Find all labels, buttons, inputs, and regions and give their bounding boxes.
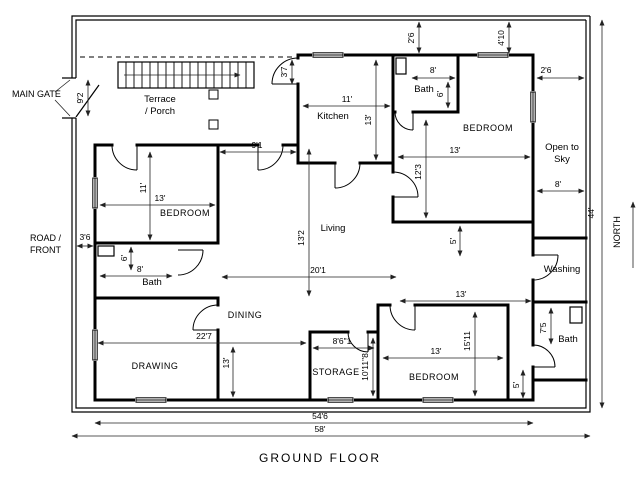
dim-kitchen-height: 13' (363, 114, 373, 125)
window (91, 329, 99, 361)
porch-columns (208, 89, 219, 130)
dim-open-sky-width: 8' (555, 179, 562, 189)
room-label-terrace-line1: Terrace (144, 94, 176, 105)
room-label-storage: STORAGE (312, 367, 359, 377)
north-label: NORTH (612, 216, 622, 248)
doors (111, 57, 559, 368)
windows (91, 51, 537, 404)
main-gate-label: MAIN GATE (12, 89, 61, 99)
page-title: GROUND FLOOR (259, 451, 381, 465)
door-swing (394, 111, 414, 131)
dim-porch-front: 9'1 (251, 140, 262, 150)
dim-bath-left-height: 6' (119, 254, 129, 261)
dim-storage-width: 8'6"1 (333, 336, 352, 346)
dim-house-width: 54'6 (312, 411, 328, 421)
dim-living-height: 13'2 (296, 230, 306, 246)
window (312, 51, 344, 59)
porch-column (208, 119, 219, 130)
room-label-bedroom-bottom: BEDROOM (409, 372, 459, 382)
door-swing (111, 144, 138, 171)
dim-right-offset-bedroom: 2'6 (540, 65, 551, 75)
window (135, 396, 167, 404)
dim-bedroom-left-width: 13' (154, 193, 165, 203)
room-label-terrace-line2: / Porch (145, 106, 175, 117)
dim-corridor-width: 5' (511, 381, 521, 388)
dim-plot-height: 44' (586, 207, 596, 218)
door-swing (177, 249, 204, 276)
dim-bedroom-tr-width: 13' (449, 145, 460, 155)
dim-bedroom-left-height: 11' (138, 182, 148, 193)
dim-living-width: 20'1 (310, 265, 326, 275)
gate-ticks (62, 77, 76, 119)
porch-column (208, 89, 219, 100)
stairs (117, 61, 255, 89)
dim-bedroom-tr-height: 12'3 (413, 164, 423, 180)
room-label-bedroom-top-right: BEDROOM (463, 123, 513, 133)
room-label-bedroom-left: BEDROOM (160, 208, 210, 218)
room-label-washing: Washing (544, 264, 581, 275)
dim-hall-width: 13' (455, 289, 466, 299)
bath-fixture (395, 57, 407, 75)
road-front-label-line2: FRONT (30, 245, 61, 255)
dim-gate-width: 9'2 (75, 92, 85, 103)
door-swing (192, 304, 219, 331)
door-swing (257, 144, 284, 171)
room-label-kitchen: Kitchen (317, 111, 349, 122)
door-swing (389, 304, 416, 331)
dim-bath-left-width: 8' (137, 264, 144, 274)
window (422, 396, 454, 404)
window (91, 177, 99, 209)
dim-bath-top-height: 6' (435, 90, 445, 97)
window (327, 396, 354, 404)
dim-bath-top-width: 8' (430, 65, 437, 75)
room-label-open-to-sky-line2: Sky (554, 154, 570, 165)
door-swing (392, 171, 419, 198)
door-swing (532, 254, 559, 281)
dim-side-setback: 3'6 (79, 232, 90, 242)
room-label-drawing: DRAWING (132, 361, 179, 371)
room-label-bath-top: Bath (414, 84, 434, 95)
room-label-living: Living (321, 223, 346, 234)
dim-plot-width: 58' (314, 424, 325, 434)
boundary-inner (75, 19, 587, 409)
dim-top-offset-kitchen: 2'6 (406, 32, 416, 43)
window (529, 91, 537, 123)
door-swing (334, 162, 361, 189)
dim-kitchen-width: 11' (342, 94, 353, 104)
room-label-dining: DINING (228, 310, 263, 320)
house-walls (93, 53, 588, 402)
road-front-label-line1: ROAD / (30, 233, 62, 243)
room-label-bath-bottom-right: Bath (558, 334, 578, 345)
main-gate-leader (54, 79, 71, 117)
dim-bedroom-b-height: 15'11 (462, 331, 472, 351)
dim-bath-br-height: 7'5 (538, 322, 548, 333)
room-label-open-to-sky-line1: Open to (545, 142, 579, 153)
dim-top-offset-bedroom: 4'10 (496, 30, 506, 46)
dim-passage-width: 5' (448, 237, 458, 244)
dim-drawing-height: 13' (221, 357, 231, 368)
door-swing (532, 344, 556, 368)
dim-drawing-width: 22'7 (196, 331, 212, 341)
fixtures (97, 57, 583, 324)
bath-fixture (569, 306, 583, 324)
boundary-outer (71, 15, 591, 413)
bath-fixture (97, 245, 115, 257)
room-label-bath-left: Bath (142, 277, 162, 288)
dim-bedroom-b-width: 13' (430, 346, 441, 356)
plot-boundary (54, 15, 591, 413)
window (477, 51, 509, 59)
dim-entry-width: 3'7 (279, 66, 289, 77)
dim-storage-height: 10'11"8 (360, 353, 370, 381)
stairs-outline (117, 61, 255, 89)
dimension-lines (71, 19, 636, 439)
